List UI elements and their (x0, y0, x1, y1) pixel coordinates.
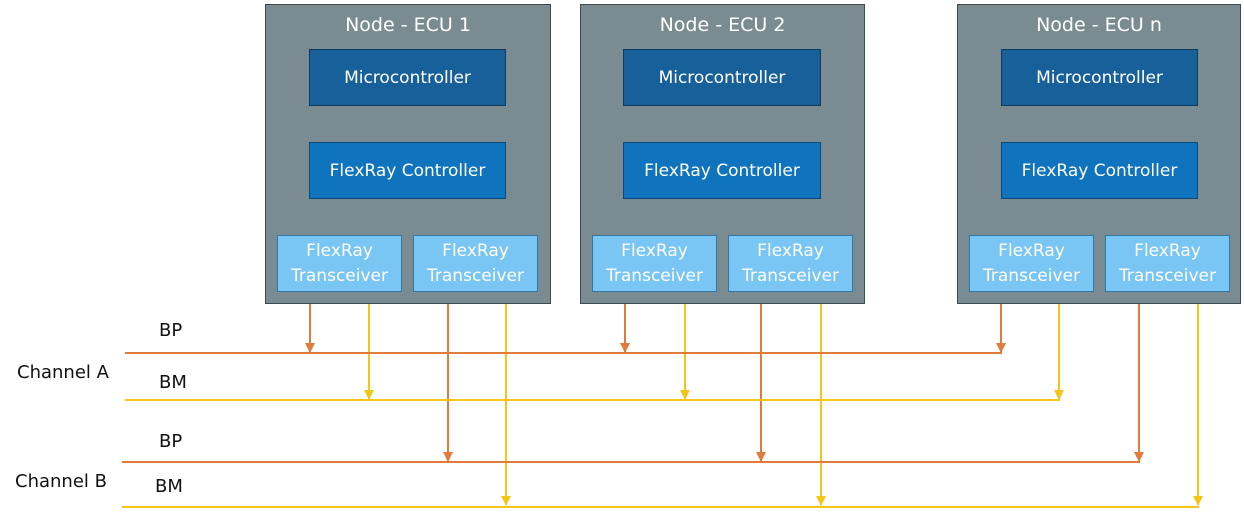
flexray-transceiver-a: FlexRay Transceiver (277, 235, 402, 292)
transceiver-line2: Transceiver (606, 265, 703, 286)
channel-a-bp-label: BP (159, 320, 183, 341)
flexray-controller-block: FlexRay Controller (623, 142, 821, 199)
node-ecu-1: Node - ECU 1 Microcontroller FlexRay Con… (265, 4, 551, 304)
flexray-controller-block: FlexRay Controller (1001, 142, 1198, 199)
transceiver-line1: FlexRay (998, 240, 1065, 261)
node-ecu-n: Node - ECU n Microcontroller FlexRay Con… (957, 4, 1241, 304)
transceiver-line1: FlexRay (306, 240, 373, 261)
flexray-transceiver-b: FlexRay Transceiver (413, 235, 538, 292)
flexray-controller-block: FlexRay Controller (309, 142, 506, 199)
microcontroller-block: Microcontroller (1001, 49, 1198, 106)
node-title: Node - ECU n (1036, 14, 1162, 36)
channel-b-bp-label: BP (159, 431, 183, 452)
transceiver-line1: FlexRay (442, 240, 509, 261)
bus-lines (122, 291, 1203, 508)
transceiver-line1: FlexRay (1134, 240, 1201, 261)
flexray-transceiver-b: FlexRay Transceiver (1105, 235, 1230, 292)
channel-b-label: Channel B (15, 471, 107, 492)
flexray-transceiver-a: FlexRay Transceiver (969, 235, 1094, 292)
transceiver-line1: FlexRay (757, 240, 824, 261)
transceiver-line2: Transceiver (427, 265, 524, 286)
channel-b-bm-label: BM (155, 476, 183, 497)
channel-a-label: Channel A (17, 362, 109, 383)
microcontroller-block: Microcontroller (623, 49, 821, 106)
transceiver-line1: FlexRay (621, 240, 688, 261)
transceiver-line2: Transceiver (742, 265, 839, 286)
channel-a-bm-label: BM (159, 372, 187, 393)
microcontroller-block: Microcontroller (309, 49, 506, 106)
node-title: Node - ECU 1 (345, 14, 471, 36)
flexray-transceiver-a: FlexRay Transceiver (592, 235, 717, 292)
node-title: Node - ECU 2 (659, 14, 786, 36)
flexray-transceiver-b: FlexRay Transceiver (728, 235, 853, 292)
transceiver-line2: Transceiver (291, 265, 388, 286)
node-ecu-2: Node - ECU 2 Microcontroller FlexRay Con… (580, 4, 865, 304)
transceiver-line2: Transceiver (983, 265, 1080, 286)
transceiver-line2: Transceiver (1119, 265, 1216, 286)
